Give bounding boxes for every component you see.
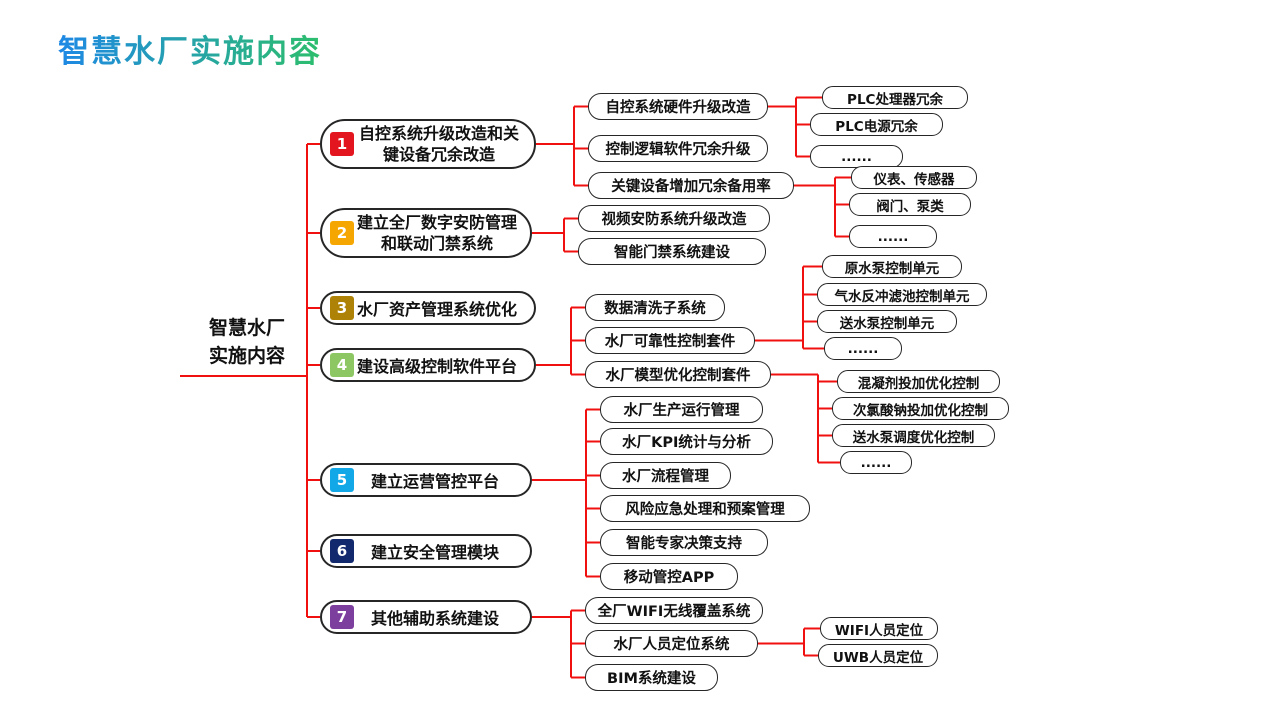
node-b1c3: 关键设备增加冗余备用率 (588, 172, 794, 199)
node-label: 建立全厂数字安防管理和联动门禁系统 (356, 213, 517, 253)
node-label: BIM系统建设 (607, 671, 696, 687)
node-label: UWB人员定位 (832, 649, 924, 666)
node-label: WIFI人员定位 (834, 622, 924, 639)
node-b5c5: 智能专家决策支持 (600, 529, 768, 556)
node-label: 阀门、泵类 (876, 198, 944, 215)
node-label: 送水泵调度优化控制 (852, 429, 975, 446)
node-label: 水厂资产管理系统优化 (356, 300, 517, 319)
node-number-badge: 5 (330, 468, 354, 492)
root-node-label-line1: 智慧水厂 (208, 317, 285, 339)
node-b4c3: 水厂模型优化控制套件 (585, 361, 771, 388)
node-label: 风险应急处理和预案管理 (625, 502, 785, 518)
node-label: 关键设备增加冗余备用率 (611, 179, 771, 195)
node-b1c1: 自控系统硬件升级改造 (588, 93, 768, 120)
node-l1: WIFI人员定位 (820, 617, 938, 640)
node-label: 自控系统升级改造和关键设备冗余改造 (358, 124, 519, 164)
node-label: 建立安全管理模块 (370, 543, 499, 562)
node-label: 气水反冲滤池控制单元 (834, 288, 970, 305)
node-b2c1: 视频安防系统升级改造 (578, 205, 770, 232)
node-label: PLC处理器冗余 (847, 91, 943, 108)
node-label: 控制逻辑软件冗余升级 (605, 142, 751, 158)
node-label: 原水泵控制单元 (844, 260, 940, 277)
node-label: 水厂模型优化控制套件 (605, 368, 751, 384)
node-d3: ...... (849, 225, 937, 248)
node-label: 水厂流程管理 (622, 469, 709, 485)
node-number-badge: 3 (330, 296, 354, 320)
node-number-badge: 7 (330, 605, 354, 629)
node-l2: UWB人员定位 (818, 644, 938, 667)
node-b2c2: 智能门禁系统建设 (578, 238, 766, 265)
node-p2: PLC电源冗余 (810, 113, 943, 136)
node-b7c3: BIM系统建设 (585, 664, 718, 691)
node-label: 视频安防系统升级改造 (601, 212, 747, 228)
node-label: 建立运营管控平台 (370, 472, 499, 491)
node-b5: 5 建立运营管控平台 (320, 463, 532, 497)
node-r1: 原水泵控制单元 (822, 255, 962, 278)
node-label: 其他辅助系统建设 (370, 609, 499, 628)
node-b1c2: 控制逻辑软件冗余升级 (588, 135, 768, 162)
node-b4c2: 水厂可靠性控制套件 (585, 327, 755, 354)
node-o2: 次氯酸钠投加优化控制 (832, 397, 1009, 420)
node-label: 送水泵控制单元 (839, 315, 935, 332)
node-label: PLC电源冗余 (835, 118, 918, 135)
root-node-label-line2: 实施内容 (208, 345, 285, 367)
node-number-badge: 1 (330, 132, 354, 156)
node-number-badge: 6 (330, 539, 354, 563)
node-b7c2: 水厂人员定位系统 (585, 630, 758, 657)
node-b5c2: 水厂KPI统计与分析 (600, 428, 773, 455)
node-label: 建设高级控制软件平台 (356, 357, 517, 376)
node-label: 次氯酸钠投加优化控制 (853, 402, 988, 419)
node-d2: 阀门、泵类 (849, 193, 971, 216)
node-label: ...... (847, 340, 879, 357)
root-node: 智慧水厂 实施内容 (183, 314, 311, 372)
node-r3: 送水泵控制单元 (817, 310, 957, 333)
node-b5c1: 水厂生产运行管理 (600, 396, 763, 423)
node-p1: PLC处理器冗余 (822, 86, 968, 109)
node-b7: 7 其他辅助系统建设 (320, 600, 532, 634)
node-b4c1: 数据清洗子系统 (585, 294, 725, 321)
node-number-badge: 2 (330, 221, 354, 245)
node-b5c3: 水厂流程管理 (600, 462, 731, 489)
node-b7c1: 全厂WIFI无线覆盖系统 (585, 597, 763, 624)
node-r2: 气水反冲滤池控制单元 (817, 283, 987, 306)
node-d1: 仪表、传感器 (851, 166, 977, 189)
node-label: 混凝剂投加优化控制 (857, 375, 980, 392)
node-label: ...... (860, 454, 892, 471)
node-o4: ...... (840, 451, 912, 474)
node-p3: ...... (810, 145, 903, 168)
node-label: 全厂WIFI无线覆盖系统 (597, 604, 751, 620)
node-o1: 混凝剂投加优化控制 (837, 370, 1000, 393)
node-label: 自控系统硬件升级改造 (605, 100, 751, 116)
node-label: 智能门禁系统建设 (614, 245, 730, 261)
node-b5c4: 风险应急处理和预案管理 (600, 495, 810, 522)
node-r4: ...... (824, 337, 902, 360)
node-label: 水厂人员定位系统 (613, 637, 730, 653)
node-number-badge: 4 (330, 353, 354, 377)
node-label: 水厂生产运行管理 (623, 403, 740, 419)
node-label: 水厂KPI统计与分析 (622, 435, 751, 451)
node-label: ...... (877, 228, 909, 245)
node-label: 智能专家决策支持 (626, 536, 742, 552)
page-title: 智慧水厂实施内容 (58, 26, 322, 71)
node-b6: 6 建立安全管理模块 (320, 534, 532, 568)
node-label: ...... (841, 148, 872, 165)
node-label: 数据清洗子系统 (604, 301, 706, 317)
node-label: 水厂可靠性控制套件 (604, 334, 736, 350)
node-b5c6: 移动管控APP (600, 563, 738, 590)
node-label: 仪表、传感器 (873, 171, 955, 188)
node-label: 移动管控APP (623, 570, 715, 586)
node-o3: 送水泵调度优化控制 (832, 424, 995, 447)
